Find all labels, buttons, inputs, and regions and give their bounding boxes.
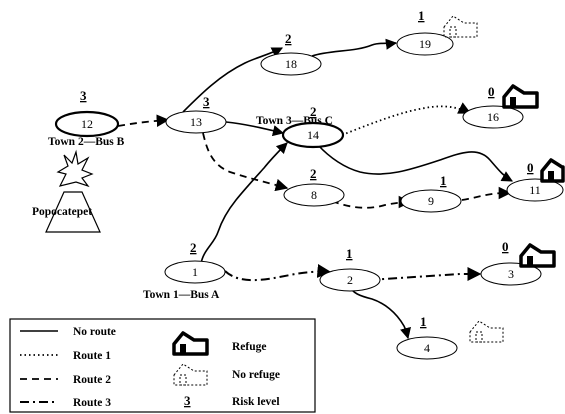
node-1: 1 (164, 260, 226, 284)
svg-text:13: 13 (190, 115, 202, 129)
legend-no-refuge-label: No refuge (232, 369, 280, 381)
svg-text:11: 11 (529, 183, 541, 197)
node-2: 2 (319, 268, 381, 292)
node-8: 8 (283, 183, 345, 207)
edge-8-9 (331, 195, 412, 209)
edge-2-3 (368, 267, 482, 281)
node-19: 19 (396, 32, 454, 56)
svg-text:16: 16 (487, 110, 499, 124)
risk-level-node-19: 1 (418, 8, 425, 23)
node-12: 12 (54, 110, 120, 138)
volcano-icon (45, 149, 101, 233)
refuge-icon-node-3 (519, 243, 556, 268)
risk-level-node-11: 0 (527, 160, 534, 175)
edge-13-14 (225, 121, 285, 137)
edge-14-16 (341, 102, 472, 136)
legend-risk-sample: 3 (184, 393, 191, 408)
svg-text:1: 1 (192, 265, 198, 279)
edge-12-13 (117, 114, 170, 127)
legend-route1-label: Route 1 (73, 350, 111, 362)
town3-label: Town 3—Bus C (256, 115, 333, 127)
refuge-icon-node-16 (502, 84, 539, 109)
edge-14-11 (317, 144, 513, 182)
edge-13-8 (202, 132, 289, 192)
legend-route2-label: Route 2 (73, 374, 111, 386)
risk-level-node-9: 1 (440, 173, 447, 188)
legend: No route Route 1 Route 2 Route 3 Refuge … (9, 318, 316, 413)
svg-text:9: 9 (428, 194, 434, 208)
risk-level-node-3: 0 (502, 239, 509, 254)
svg-text:2: 2 (347, 273, 353, 287)
edge-2-4 (349, 285, 411, 340)
edge-1-14 (200, 142, 288, 265)
risk-level-node-12: 3 (80, 88, 87, 103)
risk-level-node-13: 3 (203, 94, 210, 109)
refuge-icon-node-11 (540, 158, 565, 183)
risk-level-node-4: 1 (420, 314, 427, 329)
node-14: 14 (281, 121, 345, 149)
edge-9-11 (449, 186, 512, 202)
svg-text:8: 8 (311, 188, 317, 202)
svg-text:14: 14 (307, 128, 319, 142)
legend-no-route-label: No route (73, 326, 116, 338)
no-refuge-icon-node-19 (443, 15, 478, 38)
svg-text:3: 3 (508, 267, 514, 281)
edge-1-2 (224, 263, 332, 282)
risk-level-node-16: 0 (488, 84, 495, 99)
svg-text:19: 19 (419, 37, 431, 51)
node-18: 18 (260, 52, 322, 76)
risk-level-node-14: 2 (310, 104, 317, 119)
legend-risk-level-label: Risk level (232, 396, 280, 408)
legend-route3-label: Route 3 (73, 397, 111, 409)
legend-refuge-icon (172, 331, 209, 356)
node-3: 3 (480, 262, 542, 286)
risk-level-node-1: 2 (190, 240, 197, 255)
svg-text:18: 18 (285, 57, 297, 71)
legend-no-refuge-icon (173, 363, 208, 386)
edge-18-19 (311, 38, 398, 57)
svg-text:4: 4 (424, 341, 430, 355)
svg-text:12: 12 (81, 117, 93, 131)
town1-label: Town 1—Bus A (143, 289, 220, 301)
risk-level-node-18: 2 (285, 31, 292, 46)
node-13: 13 (165, 110, 227, 134)
risk-level-node-8: 2 (310, 166, 317, 181)
edge-13-18 (182, 47, 284, 113)
legend-refuge-label: Refuge (232, 341, 267, 353)
town2-label: Town 2—Bus B (48, 136, 125, 148)
node-9: 9 (400, 189, 462, 213)
node-4: 4 (396, 336, 458, 360)
node-16: 16 (462, 105, 524, 129)
risk-level-node-2: 1 (346, 246, 353, 261)
node-11: 11 (506, 178, 564, 202)
no-refuge-icon-node-4 (469, 320, 504, 343)
volcano-label: Popocatepet (32, 206, 92, 218)
